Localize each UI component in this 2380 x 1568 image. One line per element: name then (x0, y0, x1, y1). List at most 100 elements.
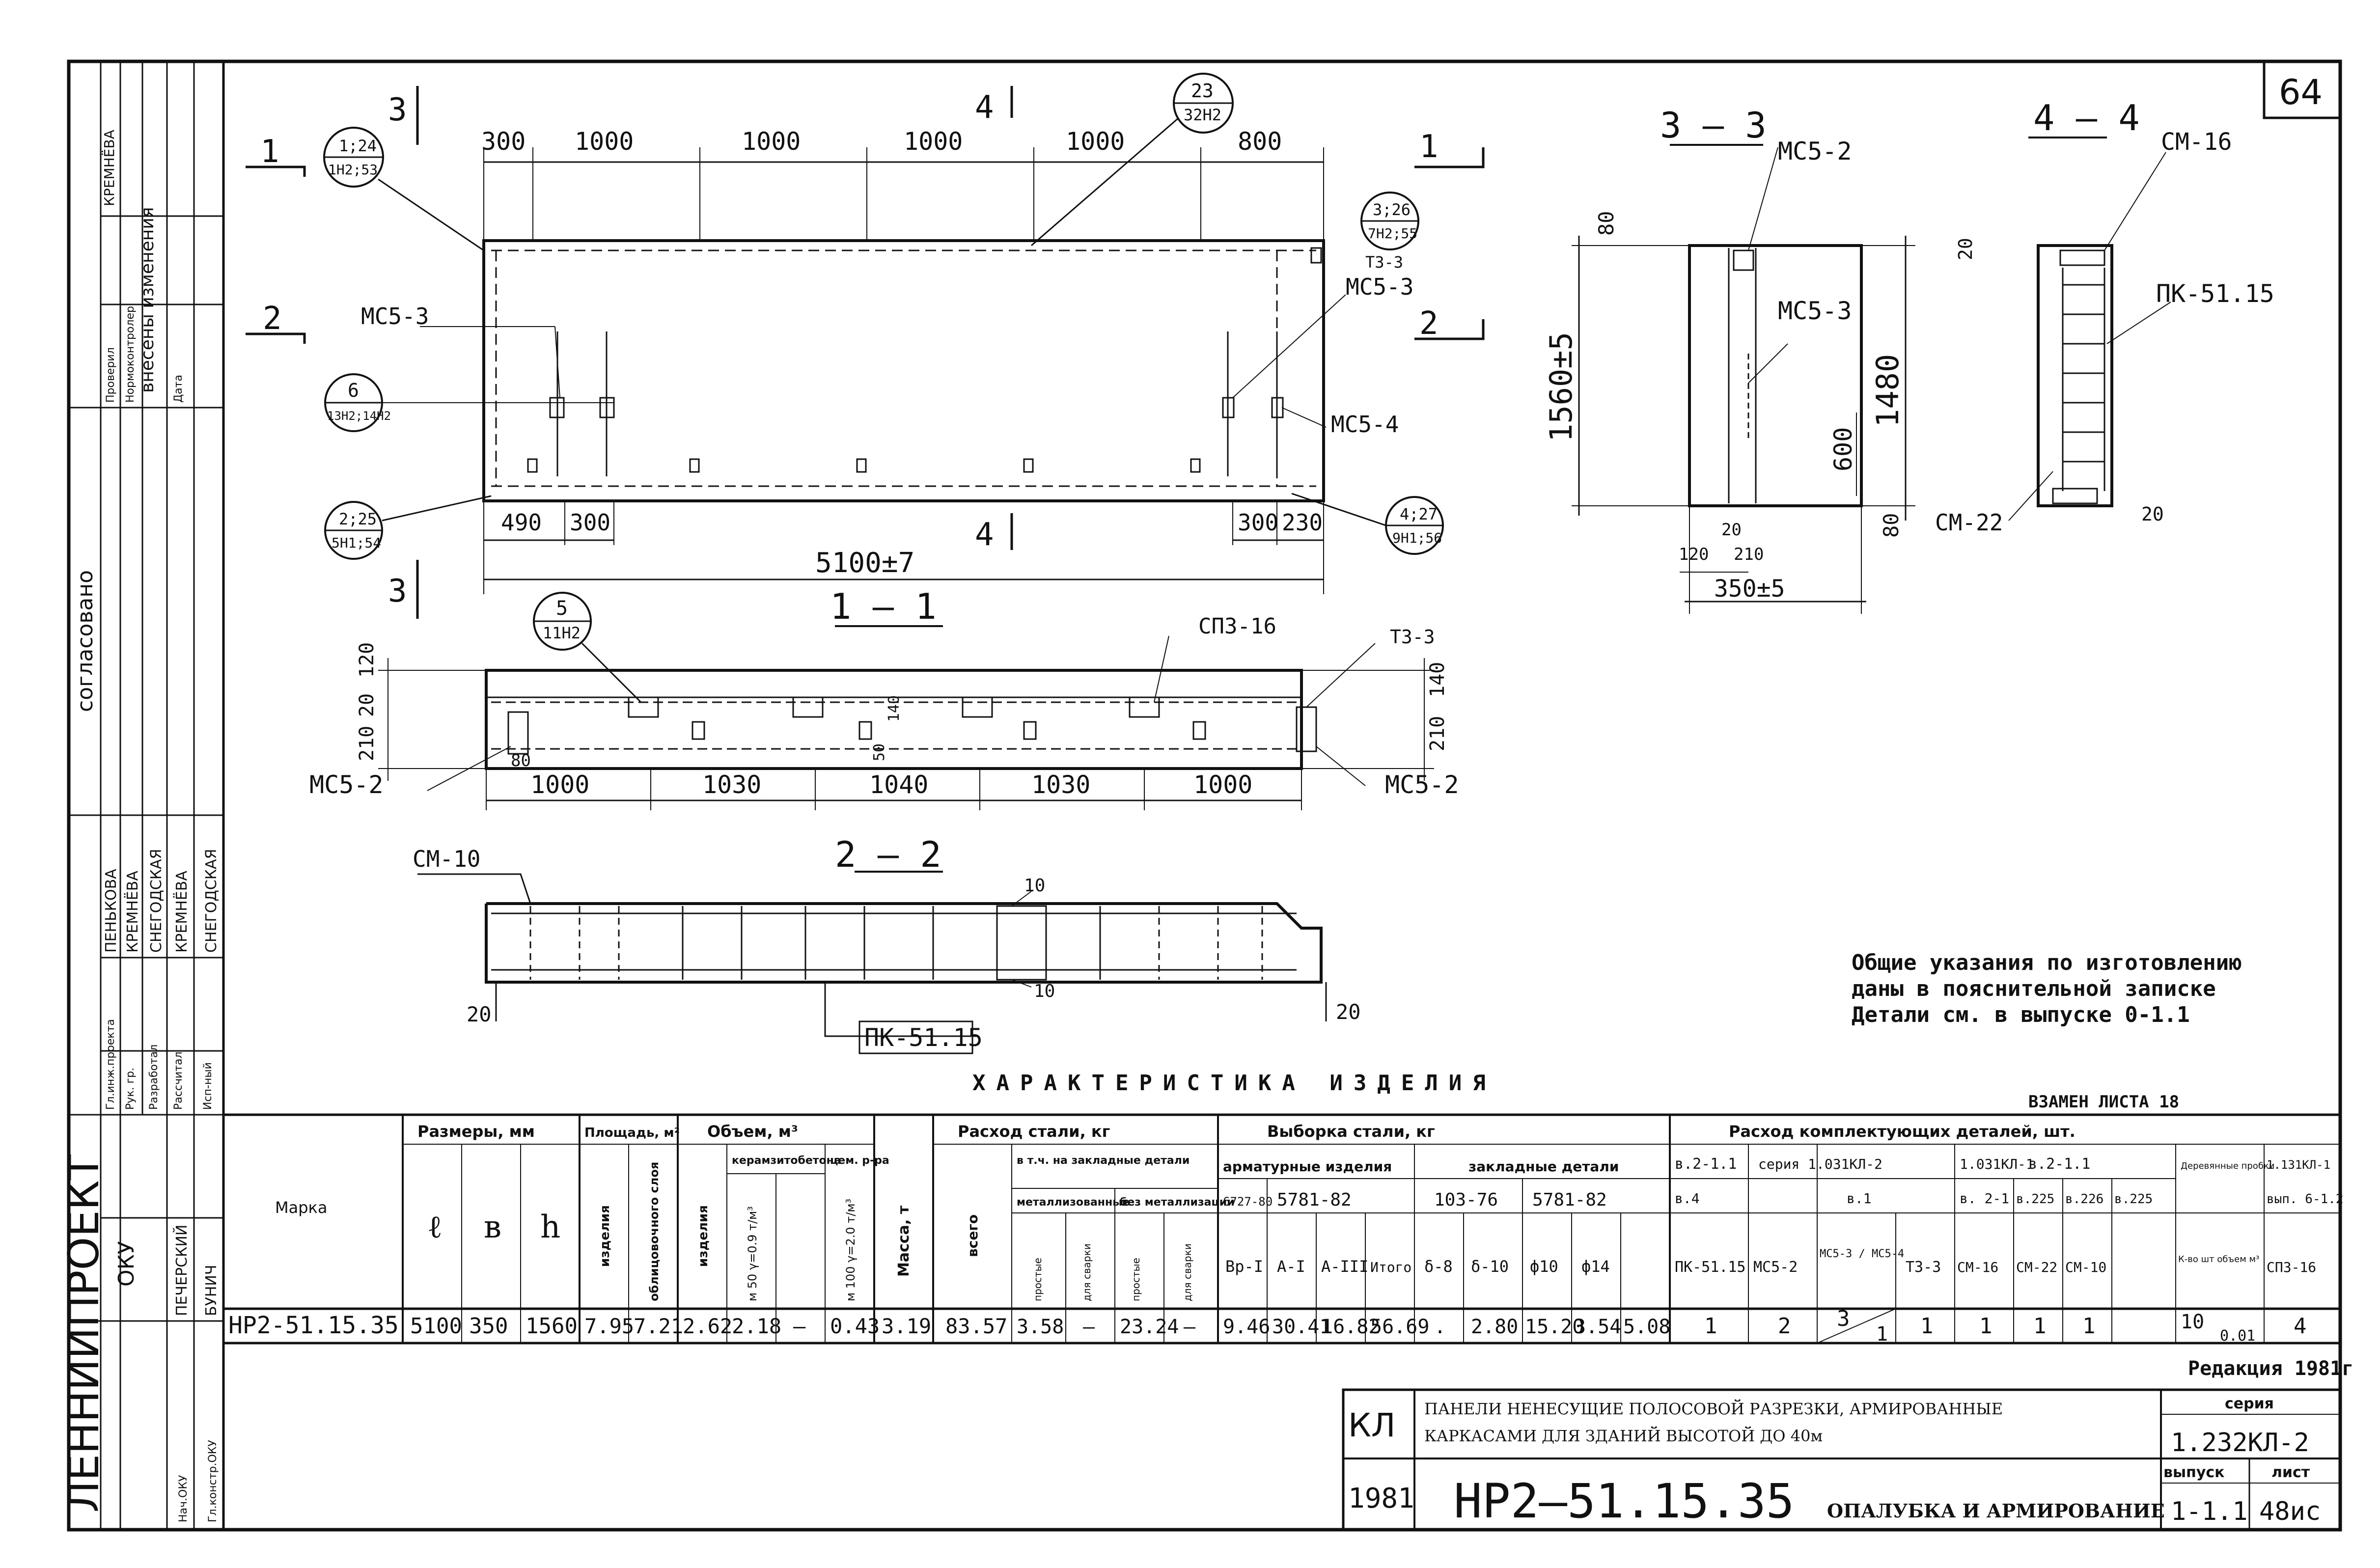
sidebar-lower-name-1: БУНИЧ (203, 1265, 220, 1316)
sidebar-lower-name-0: ПЕЧЕРСКИЙ (173, 1225, 191, 1316)
elev-sec-1a: 1 (260, 134, 279, 170)
stamp-kl: КЛ (1348, 1406, 1396, 1444)
sec11-rdim-1: 210 (1426, 716, 1449, 751)
sec44-dim-0: 20 (1955, 238, 1976, 260)
td-aiii: 16.82 (1321, 1316, 1380, 1338)
elev-sec-2a: 2 (263, 301, 282, 337)
sidebar-lower-role-1: Гл.констр.ОКУ (207, 1440, 219, 1522)
th-steel-s3: для сварки (1182, 1243, 1193, 1301)
table-row: НР2-51.15.35 5100 350 1560 7.95 7.21 2.6… (228, 1306, 2307, 1346)
section-2-2 (417, 871, 1327, 1037)
sec22-label-cm10: СМ-10 (413, 846, 480, 872)
note-2: Детали см. в выпуске 0-1.1 (1852, 1002, 2190, 1027)
th-comp-i2: в. 2-1 (1960, 1190, 2009, 1207)
sidebar-approved: согласовано (73, 570, 98, 712)
elevation-view (246, 73, 1485, 619)
td-mc53: 3 (1837, 1306, 1850, 1331)
callout-5-bot: 9Н1;56 (1392, 530, 1442, 546)
td-mass: 3.19 (882, 1314, 931, 1338)
th-steel-total: всего (965, 1214, 981, 1257)
sec11-ldim-0: 20 (356, 693, 378, 717)
callout-3-bot: 13Н2;14Н2 (327, 409, 391, 423)
th-area-1: облицовочного слоя (647, 1162, 661, 1301)
th-comp-s4: Деревянные пробки (2181, 1161, 2275, 1171)
callout-0-bot: 1Н2;53 (328, 162, 378, 178)
callout-0-top: 1;24 (339, 137, 377, 155)
td-l: 5100 (410, 1314, 462, 1339)
note-1: даны в пояснительной записке (1852, 976, 2216, 1001)
th-steel-nomet: без металлизации (1120, 1196, 1235, 1209)
elev-label-mc53b: МС5-3 (1346, 274, 1413, 300)
elev-bdim-1: 300 (570, 509, 610, 536)
sidebar-org: ЛЕННИИПРОЕКТ (59, 1154, 109, 1513)
th-sel-c0: Вр-I (1225, 1257, 1263, 1276)
th-steel-s2: простые (1130, 1258, 1142, 1301)
td-f10: 15.20 (1525, 1316, 1584, 1338)
callout-1-bot: 32Н2 (1184, 106, 1221, 124)
td-mc54: 1 (1876, 1323, 1888, 1346)
th-area: Площадь, м² (584, 1126, 680, 1140)
sidebar-name-2: СНЕГОДСКАЯ (148, 849, 165, 953)
sec33-dim-1: 1560±5 (1543, 332, 1579, 442)
td-sp3: 4 (2294, 1314, 2307, 1339)
elev-dim-3: 1000 (904, 127, 963, 156)
sidebar-texts: ЛЕННИИПРОЕКТ ОКУ согласовано внесены изм… (59, 130, 220, 1522)
sec11-label-mc52a: МС5-2 (309, 770, 384, 799)
sidebar-lower-role-0: Нач.ОКУ (177, 1475, 190, 1522)
th-vol-0: изделия (696, 1205, 711, 1267)
callout-3-top: 6 (348, 380, 359, 401)
th-volume: Объем, м³ (707, 1122, 798, 1141)
note-0: Общие указания по изготовлению (1852, 950, 2242, 975)
elev-overall: 5100±7 (815, 547, 914, 579)
stamp-series-label: серия (2225, 1395, 2274, 1412)
elev-label-t33: Т3-3 (1365, 253, 1403, 272)
sidebar-check-name-0: КРЕМНЁВА (101, 130, 117, 206)
sec11-ldim-1: 120 (356, 642, 378, 678)
th-comp-c3: Т3-3 (1906, 1259, 1941, 1276)
stamp-issue-label: выпуск (2163, 1464, 2225, 1481)
td-vol4: 0.43 (830, 1314, 880, 1338)
sidebar-check-0: Проверил (105, 347, 117, 403)
sec11-rdim-0: 140 (1426, 662, 1449, 697)
sidebar-role-1: Рук. гр. (124, 1068, 137, 1110)
stamp-mark: НР2—51.15.35 (1454, 1474, 1795, 1529)
td-vr: 9.46 (1223, 1316, 1270, 1338)
th-steel-s1: для сварки (1081, 1243, 1093, 1301)
th-sel-emb: закладные детали (1468, 1158, 1619, 1175)
td-mc52: 2 (1778, 1314, 1791, 1339)
general-notes: Общие указания по изготовлению даны в по… (1852, 950, 2242, 1027)
th-vol-4: м 100 γ=2.0 т/м³ (844, 1199, 858, 1301)
elev-dim-2: 1000 (742, 127, 801, 156)
section-3-3-texts: 3 — 3 МС5-2 МС5-3 80 1560±5 1480 600 80 … (1543, 105, 1906, 603)
sec11-dim-2: 1040 (869, 770, 928, 799)
sec22-dim-0: 10 (1024, 876, 1045, 896)
th-sel-c2: А-III (1321, 1257, 1368, 1276)
th-sel-c7: ф14 (1581, 1257, 1610, 1276)
sec33-dim-8: 350±5 (1714, 575, 1785, 603)
stamp-series: 1.232КЛ-2 (2171, 1428, 2309, 1458)
th-comp-s5: 1.131КЛ-1 (2267, 1158, 2330, 1172)
th-comp-i5: в.225 (2114, 1192, 2153, 1207)
section-3-3 (1572, 144, 1915, 614)
edition: Редакция 1981г (2188, 1357, 2353, 1380)
sec22-dim-2: 20 (467, 1002, 492, 1026)
th-comp-i1: в.1 (1847, 1190, 1872, 1207)
th-sel: Выборка стали, кг (1267, 1122, 1435, 1141)
td-s2: – (1083, 1316, 1095, 1338)
th-comp-i0: в.4 (1675, 1190, 1700, 1207)
th-sel-c3: Итого (1370, 1259, 1411, 1275)
td-area1: 7.95 (584, 1314, 634, 1338)
th-mass: Масса, т (895, 1205, 913, 1277)
th-sel-gost-3: 5781-82 (1532, 1190, 1607, 1210)
elev-sec-4a: 4 (975, 89, 994, 126)
sidebar-role-0: Гл.инж.проекта (105, 1019, 117, 1110)
sec22-dim-1: 10 (1034, 981, 1055, 1001)
sidebar-check-1: Нормоконтролер (124, 306, 137, 403)
th-sel-c1: А-I (1277, 1257, 1305, 1276)
sec11-dim-1: 1030 (702, 770, 761, 799)
th-vol-1: керамзитобетона (732, 1155, 841, 1167)
stamp-sheet-title: ОПАЛУБКА И АРМИРОВАНИЕ (1827, 1500, 2165, 1522)
th-sel-gost-1: 5781-82 (1277, 1190, 1352, 1210)
th-marka: Марка (275, 1198, 327, 1217)
sec33-dim-3: 600 (1829, 427, 1857, 471)
